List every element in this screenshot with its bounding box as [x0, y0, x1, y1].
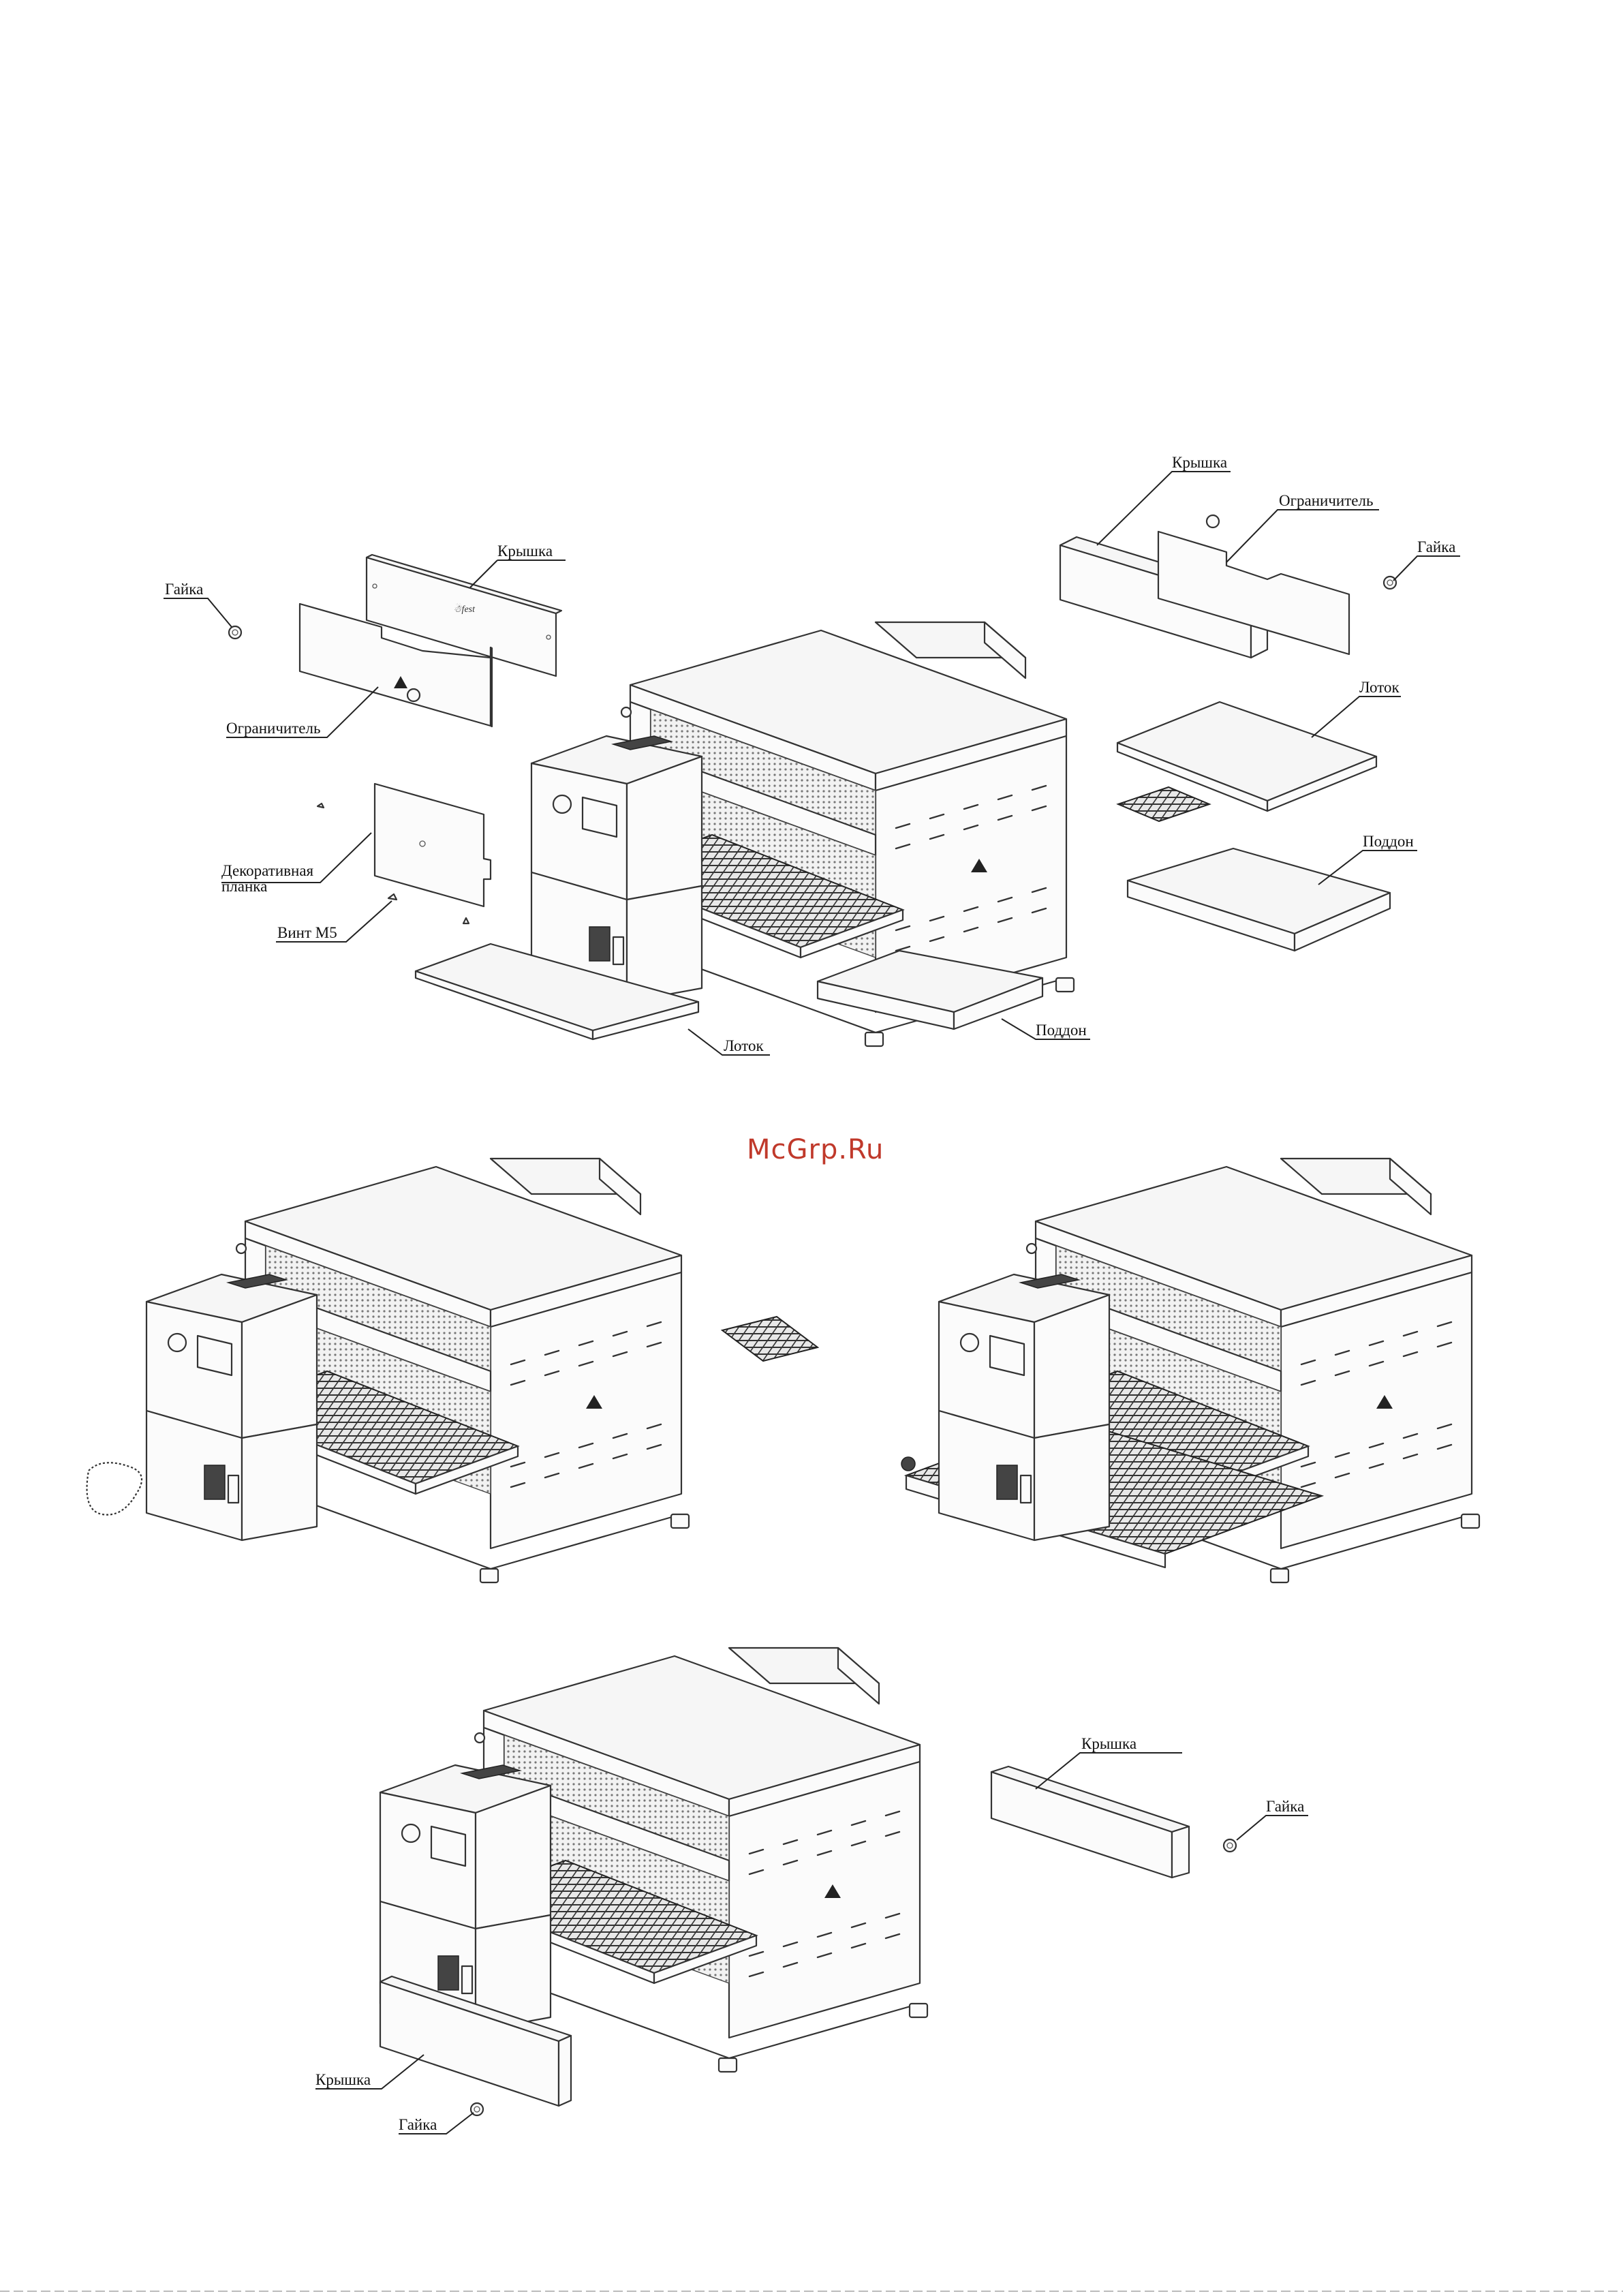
bottom-right-cover-part: [991, 1772, 1172, 1878]
nut-icon: [1224, 1839, 1236, 1852]
assembly-view-bottom: Крышка Гайка Крышка Гайка: [315, 1648, 1308, 2134]
label-ogranichitel-right: Ограничитель: [1279, 492, 1373, 509]
label-dekor-line1: Декоративная: [221, 862, 314, 879]
watermark-text: McGrp.Ru: [747, 1134, 884, 1165]
label-lotok-front: Лоток: [724, 1037, 764, 1054]
label-lotok-right: Лоток: [1359, 679, 1400, 696]
label-dekor-line2: планка: [221, 878, 267, 895]
svg-text:☃fest: ☃fest: [453, 603, 476, 615]
label-bottom-gaika-left: Гайка: [399, 2116, 437, 2133]
assembly-view-middle-right: [901, 1159, 1479, 1582]
knob-icon: [901, 1457, 915, 1471]
label-bottom-kryshka-left: Крышка: [315, 2071, 371, 2088]
label-ogranichitel-left: Ограничитель: [226, 720, 320, 737]
label-vint: Винт М5: [277, 924, 337, 941]
label-bottom-gaika-right: Гайка: [1266, 1798, 1304, 1815]
right-tray-part: [1117, 702, 1376, 801]
label-gaika-right: Гайка: [1417, 538, 1455, 555]
label-poddon-right: Поддон: [1363, 833, 1414, 850]
label-kryshka-right: Крышка: [1172, 454, 1227, 471]
nut-icon: [229, 626, 241, 639]
decorative-plate-part: [375, 784, 491, 906]
label-kryshka-left: Крышка: [497, 542, 553, 560]
exploded-view-top: ☃fest: [164, 454, 1460, 1055]
assembly-view-middle-left: [87, 1159, 818, 1582]
label-bottom-kryshka-right: Крышка: [1081, 1735, 1137, 1752]
label-poddon-front: Поддон: [1036, 1022, 1087, 1039]
nut-icon: [407, 689, 420, 701]
label-gaika-left: Гайка: [165, 581, 203, 598]
conveyor-chain-part: [87, 1463, 142, 1514]
